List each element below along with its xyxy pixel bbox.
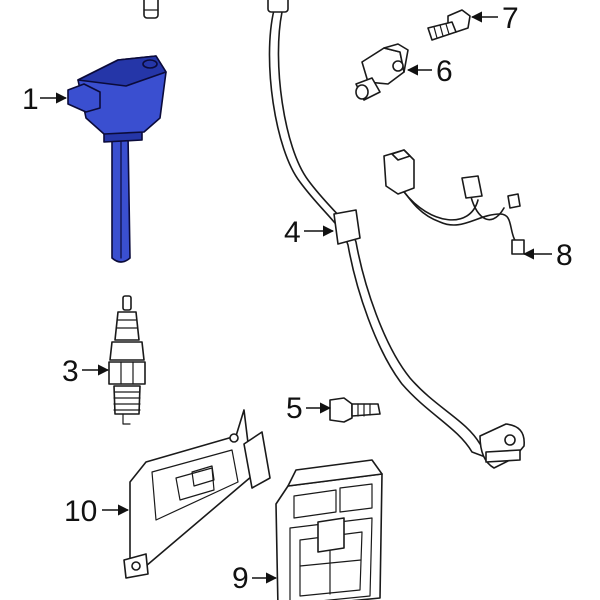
svg-text:9: 9 bbox=[232, 562, 249, 595]
bolt-5-part[interactable] bbox=[329, 397, 381, 423]
svg-text:4: 4 bbox=[284, 216, 301, 249]
top-stub-part bbox=[143, 0, 159, 19]
sensor-cable-part[interactable] bbox=[267, 0, 525, 469]
wiring-harness-part[interactable] bbox=[383, 149, 525, 255]
callout-9: 9 bbox=[232, 562, 278, 595]
callout-5: 5 bbox=[286, 392, 332, 425]
ignition-coil-part[interactable] bbox=[67, 55, 167, 263]
svg-text:3: 3 bbox=[62, 355, 79, 388]
svg-text:10: 10 bbox=[64, 495, 97, 528]
svg-text:7: 7 bbox=[502, 2, 519, 35]
svg-text:5: 5 bbox=[286, 392, 303, 425]
callout-7: 7 bbox=[470, 2, 519, 35]
position-sensor-part[interactable] bbox=[355, 43, 409, 101]
mounting-bracket-part[interactable] bbox=[123, 409, 271, 579]
coil-connector bbox=[67, 83, 101, 113]
callout-3: 3 bbox=[62, 355, 110, 388]
callout-10: 10 bbox=[64, 495, 130, 528]
callout-1: 1 bbox=[22, 83, 68, 116]
svg-text:8: 8 bbox=[556, 239, 573, 272]
svg-text:1: 1 bbox=[22, 83, 39, 116]
spark-plug-part[interactable] bbox=[108, 295, 146, 425]
ecm-part[interactable] bbox=[275, 459, 383, 600]
coil-terminal bbox=[142, 59, 158, 69]
svg-text:6: 6 bbox=[436, 55, 453, 88]
callout-8: 8 bbox=[522, 239, 573, 272]
callout-6: 6 bbox=[406, 55, 453, 88]
callout-4: 4 bbox=[284, 216, 335, 249]
bolt-7-part[interactable] bbox=[427, 9, 471, 41]
